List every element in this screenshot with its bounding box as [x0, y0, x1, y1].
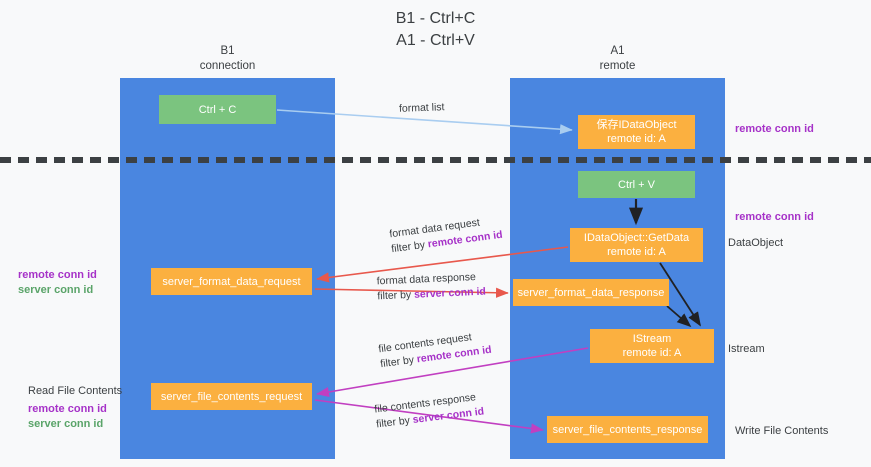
node-ctrl-v[interactable]: Ctrl + V [578, 171, 695, 198]
edge-label-file-contents-response: file contents response filter by server … [374, 389, 485, 432]
annotation-left-mid-server-conn-id: server conn id [18, 284, 94, 296]
annotation-left-conn-ids-mid: remote conn id server conn id [18, 268, 97, 298]
node-server-file-contents-request[interactable]: server_file_contents_request [151, 383, 312, 410]
annotation-left-mid-remote-conn-id: remote conn id [18, 269, 97, 281]
filter-by-text: filter by [377, 288, 415, 303]
swimlane-header-b1: B1 connection [120, 44, 335, 74]
edge-label-format-list-line1: format list [398, 101, 445, 115]
annotation-remote-conn-id-top-text: remote conn id [735, 123, 814, 135]
node-istream-remote-id: remote id: A [622, 347, 682, 359]
annotation-dataobject: DataObject [728, 236, 783, 251]
filter-by-text: filter by [390, 238, 429, 256]
node-idataobject-getdata-label: IDataObject::GetData [583, 232, 690, 244]
phase-divider [0, 157, 871, 163]
annotation-remote-conn-id-top: remote conn id [735, 122, 814, 137]
edge-label-format-data-response: format data response filter by server co… [376, 270, 486, 305]
annotation-left-bottom-server-conn-id: server conn id [28, 418, 104, 430]
annotation-write-file-contents: Write File Contents [735, 424, 828, 439]
node-ctrl-c[interactable]: Ctrl + C [159, 95, 276, 124]
swimlane-header-a1-role: remote [599, 60, 636, 72]
annotation-read-file-contents: Read File Contents [28, 384, 122, 399]
annotation-remote-conn-id-mid-text: remote conn id [735, 211, 814, 223]
edge-label-format-data-request: format data request filter by remote con… [389, 213, 504, 257]
swimlane-header-a1-name: A1 [610, 45, 625, 57]
annotation-istream-text: Istream [728, 343, 765, 355]
annotation-istream: Istream [728, 342, 765, 357]
swimlane-header-b1-name: B1 [220, 45, 235, 57]
node-save-idataobject-remote-id: remote id: A [607, 133, 666, 145]
filter-by-text: filter by [379, 353, 418, 371]
node-idataobject-getdata[interactable]: IDataObject::GetData remote id: A [570, 228, 703, 262]
node-server-format-data-response[interactable]: server_format_data_response [513, 279, 669, 306]
node-server-format-data-request[interactable]: server_format_data_request [151, 268, 312, 295]
annotation-left-bottom-remote-conn-id: remote conn id [28, 403, 107, 415]
filter-by-text: filter by [375, 414, 414, 431]
node-idataobject-getdata-remote-id: remote id: A [607, 246, 666, 258]
node-save-idataobject[interactable]: 保存IDataObject remote id: A [578, 115, 695, 149]
annotation-write-file-contents-text: Write File Contents [735, 425, 829, 437]
node-server-file-contents-response-label: server_file_contents_response [552, 423, 703, 436]
edge-label-file-contents-request: file contents request filter by remote c… [378, 328, 493, 372]
node-ctrl-v-label: Ctrl + V [618, 178, 655, 191]
annotation-dataobject-text: DataObject [728, 237, 784, 249]
filter-key-server-conn-id: server conn id [413, 285, 487, 301]
node-save-idataobject-label: 保存IDataObject [596, 119, 677, 131]
node-istream-label: IStream [632, 333, 672, 345]
node-server-format-data-response-label: server_format_data_response [517, 286, 665, 299]
diagram-title: B1 - Ctrl+C A1 - Ctrl+V [395, 10, 476, 49]
swimlane-header-b1-role: connection [199, 60, 256, 72]
swimlane-header-a1: A1 remote [510, 44, 725, 74]
node-server-file-contents-request-label: server_file_contents_request [160, 390, 303, 403]
swimlane-a1-remote-bottom [510, 160, 725, 459]
annotation-left-conn-ids-bottom: remote conn id server conn id [28, 402, 107, 432]
node-ctrl-c-label: Ctrl + C [198, 103, 237, 116]
annotation-read-file-contents-text: Read File Contents [28, 385, 123, 397]
node-server-format-data-request-label: server_format_data_request [162, 275, 301, 288]
node-server-file-contents-response[interactable]: server_file_contents_response [547, 416, 708, 443]
node-istream[interactable]: IStream remote id: A [590, 329, 714, 363]
annotation-remote-conn-id-mid: remote conn id [735, 210, 814, 225]
edge-label-format-list: format list [399, 100, 445, 117]
